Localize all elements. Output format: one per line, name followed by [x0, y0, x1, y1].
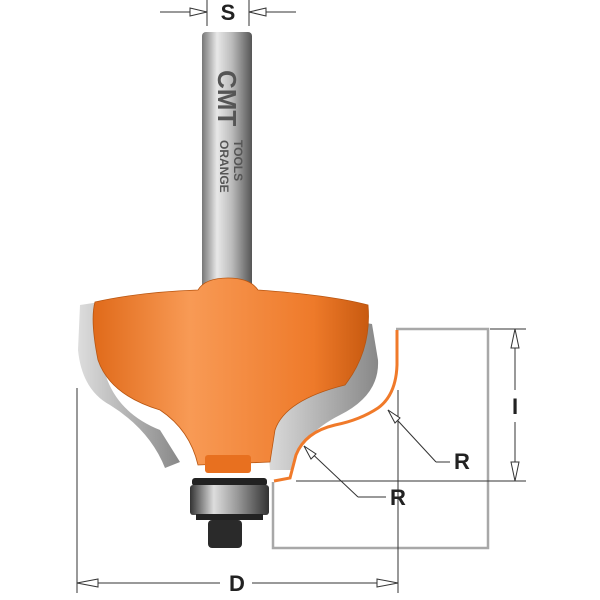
svg-text:TOOLS: TOOLS: [231, 140, 245, 181]
cut-profile: [273, 330, 399, 483]
carbide-left: [78, 302, 180, 468]
bearing-base: [196, 514, 263, 520]
bearing-shield: [192, 478, 267, 486]
body-neck: [205, 455, 251, 473]
shank: [202, 32, 252, 292]
label-r-lower: R: [390, 485, 406, 510]
label-i: I: [512, 394, 518, 419]
label-d: D: [229, 571, 245, 596]
bearing-screw: [208, 520, 242, 548]
shank-dimension: [160, 0, 296, 26]
svg-text:ORANGE: ORANGE: [217, 140, 231, 193]
label-r-upper: R: [454, 449, 470, 474]
label-s: S: [221, 0, 236, 25]
dimension-lines: [76, 328, 526, 593]
bearing: [190, 485, 269, 515]
svg-text:CMT: CMT: [212, 70, 242, 126]
cutter-body: [92, 277, 369, 466]
brand-logo: CMT ORANGE TOOLS: [212, 70, 245, 193]
workpiece-outline: [271, 327, 490, 550]
